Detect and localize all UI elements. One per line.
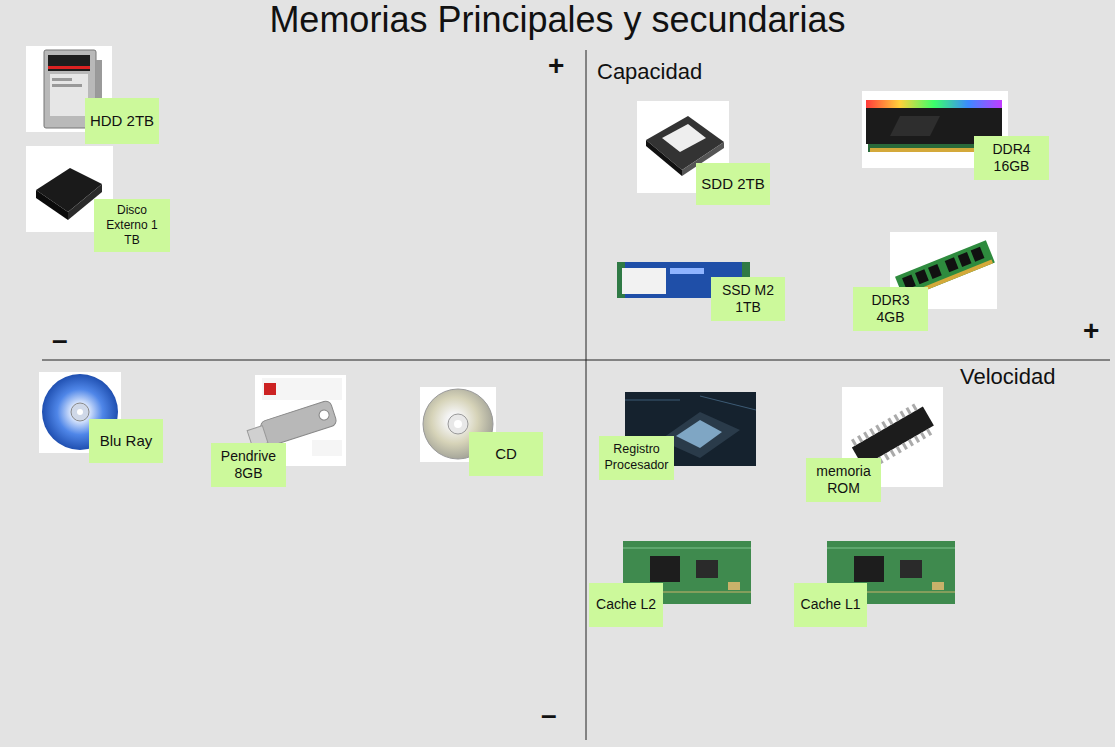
diagram-title: Memorias Principales y secundarias [0,0,1115,40]
sticky-note: DDR3 4GB [853,287,928,331]
note-text: Cache L2 [596,596,656,614]
sticky-note: Cache L2 [589,583,663,627]
sticky-note: memoria ROM [806,458,881,502]
sticky-note: Pendrive 8GB [211,443,286,487]
note-text: HDD 2TB [90,112,154,131]
sticky-note: Registro Procesador [599,436,674,480]
x-axis [42,360,1110,361]
axis-label: – [541,701,557,729]
sticky-note: CD [469,432,543,476]
y-axis [586,50,587,740]
sticky-note: HDD 2TB [85,98,159,144]
note-text: Cache L1 [801,596,861,614]
axis-label: Capacidad [597,61,702,83]
sticky-note: DDR4 16GB [974,136,1049,180]
sticky-note: Disco Externo 1 TB [94,199,170,252]
note-text: memoria ROM [810,463,877,498]
axis-label: + [548,52,564,80]
note-text: Pendrive 8GB [215,448,282,483]
note-text: Registro Procesador [603,442,670,473]
note-text: CD [495,445,517,464]
sticky-note: SSD M2 1TB [711,277,785,321]
axis-label: Velocidad [960,366,1055,388]
axis-label: – [52,326,68,354]
note-text: SSD M2 1TB [715,282,781,317]
note-text: SDD 2TB [701,175,764,194]
note-text: Blu Ray [100,432,153,451]
note-text: DDR3 4GB [857,292,924,327]
note-text: DDR4 16GB [978,141,1045,176]
axis-label: + [1083,317,1099,345]
sticky-note: Blu Ray [89,419,163,463]
sticky-note: SDD 2TB [696,163,770,205]
sticky-note: Cache L1 [794,583,867,627]
note-text: Disco Externo 1 TB [98,203,166,248]
